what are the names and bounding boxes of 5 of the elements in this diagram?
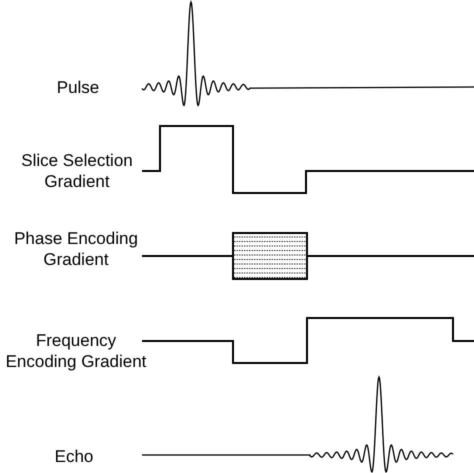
waveform-label: Pulse [56,76,100,98]
waveform-label: Echo [54,446,94,466]
waveform-label: Slice Selection Gradient [20,150,134,192]
waveform-label: Phase Encoding Gradient [13,228,139,270]
waveform-label: Frequency Encoding Gradient [4,330,148,372]
